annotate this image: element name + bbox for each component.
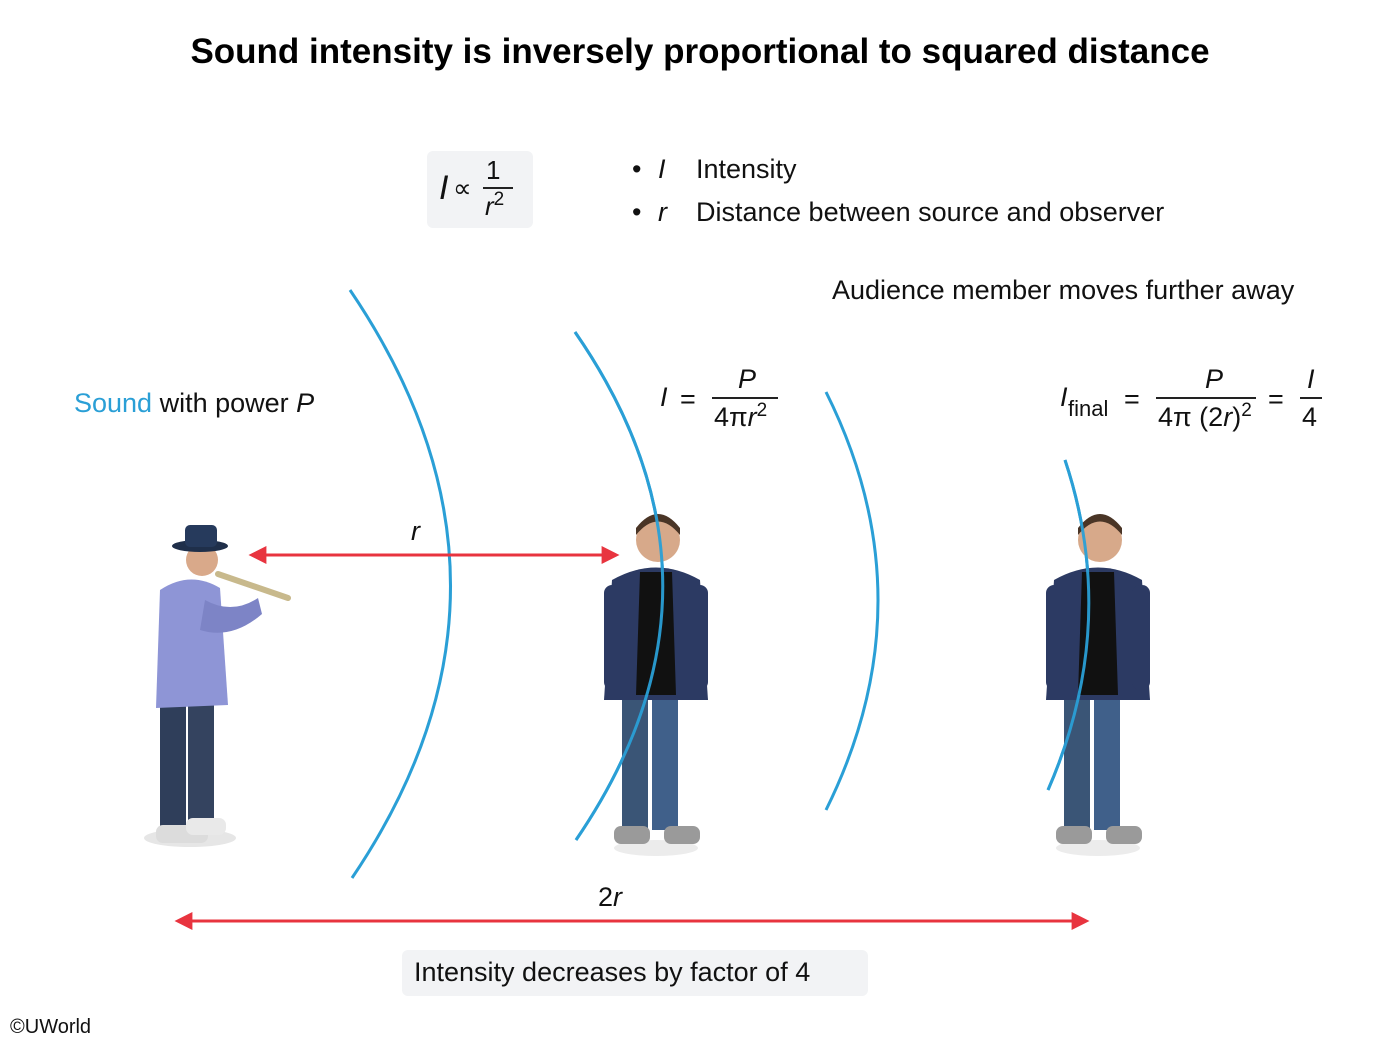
formula-denominator: r2 <box>485 189 505 221</box>
far-formula-line <box>1156 397 1256 399</box>
far-formula-subscript: final <box>1068 396 1109 421</box>
near-formula-equals: = <box>680 384 696 414</box>
near-formula-line <box>712 397 778 399</box>
proportional-symbol: ∝ <box>453 173 472 203</box>
source-label: Sound with power P <box>74 388 315 418</box>
formula-numerator: 1 <box>486 155 501 185</box>
wavefront-3 <box>824 391 880 811</box>
far-formula-numerator: P <box>1205 364 1224 394</box>
copyright: ©UWorld <box>10 1016 92 1038</box>
move-further-label: Audience member moves further away <box>832 275 1295 305</box>
bottom-note-box: Intensity decreases by factor of 4 <box>402 950 868 996</box>
legend-item-distance: • r Distance between source and observer <box>632 197 1165 227</box>
far-formula-rhs-line <box>1300 397 1322 399</box>
bottom-note: Intensity decreases by factor of 4 <box>414 957 811 987</box>
far-formula-equals-2: = <box>1268 384 1284 414</box>
listener-figure-far <box>1046 514 1150 856</box>
formula-fraction-line <box>483 187 513 189</box>
distance-r-label: r <box>411 516 420 546</box>
diagram-title: Sound intensity is inversely proportiona… <box>190 32 1210 71</box>
far-formula-denominator: 4π (2r)2 <box>1158 400 1252 432</box>
proportionality-formula-box: I ∝ 1 r2 <box>427 151 533 228</box>
far-formula-lhs: I <box>1060 382 1068 412</box>
formula-intensity-var: I <box>439 169 449 207</box>
distance-2r-label: 2r <box>598 882 623 912</box>
listener-figure-near <box>604 514 708 856</box>
near-formula-denominator: 4πr2 <box>714 400 768 432</box>
far-formula-rhs-denominator: 4 <box>1302 402 1318 432</box>
flute-player-figure <box>144 525 291 847</box>
legend-item-intensity: • I Intensity <box>632 154 797 184</box>
far-intensity-formula: I final = P 4π (2r)2 = I 4 <box>1058 362 1338 442</box>
far-formula-rhs-numerator: I <box>1307 364 1315 394</box>
near-intensity-formula: I = P 4πr2 <box>658 362 798 442</box>
near-formula-lhs: I <box>660 382 668 412</box>
near-formula-numerator: P <box>738 364 757 394</box>
wavefront-1 <box>348 289 452 879</box>
far-formula-equals-1: = <box>1124 384 1140 414</box>
